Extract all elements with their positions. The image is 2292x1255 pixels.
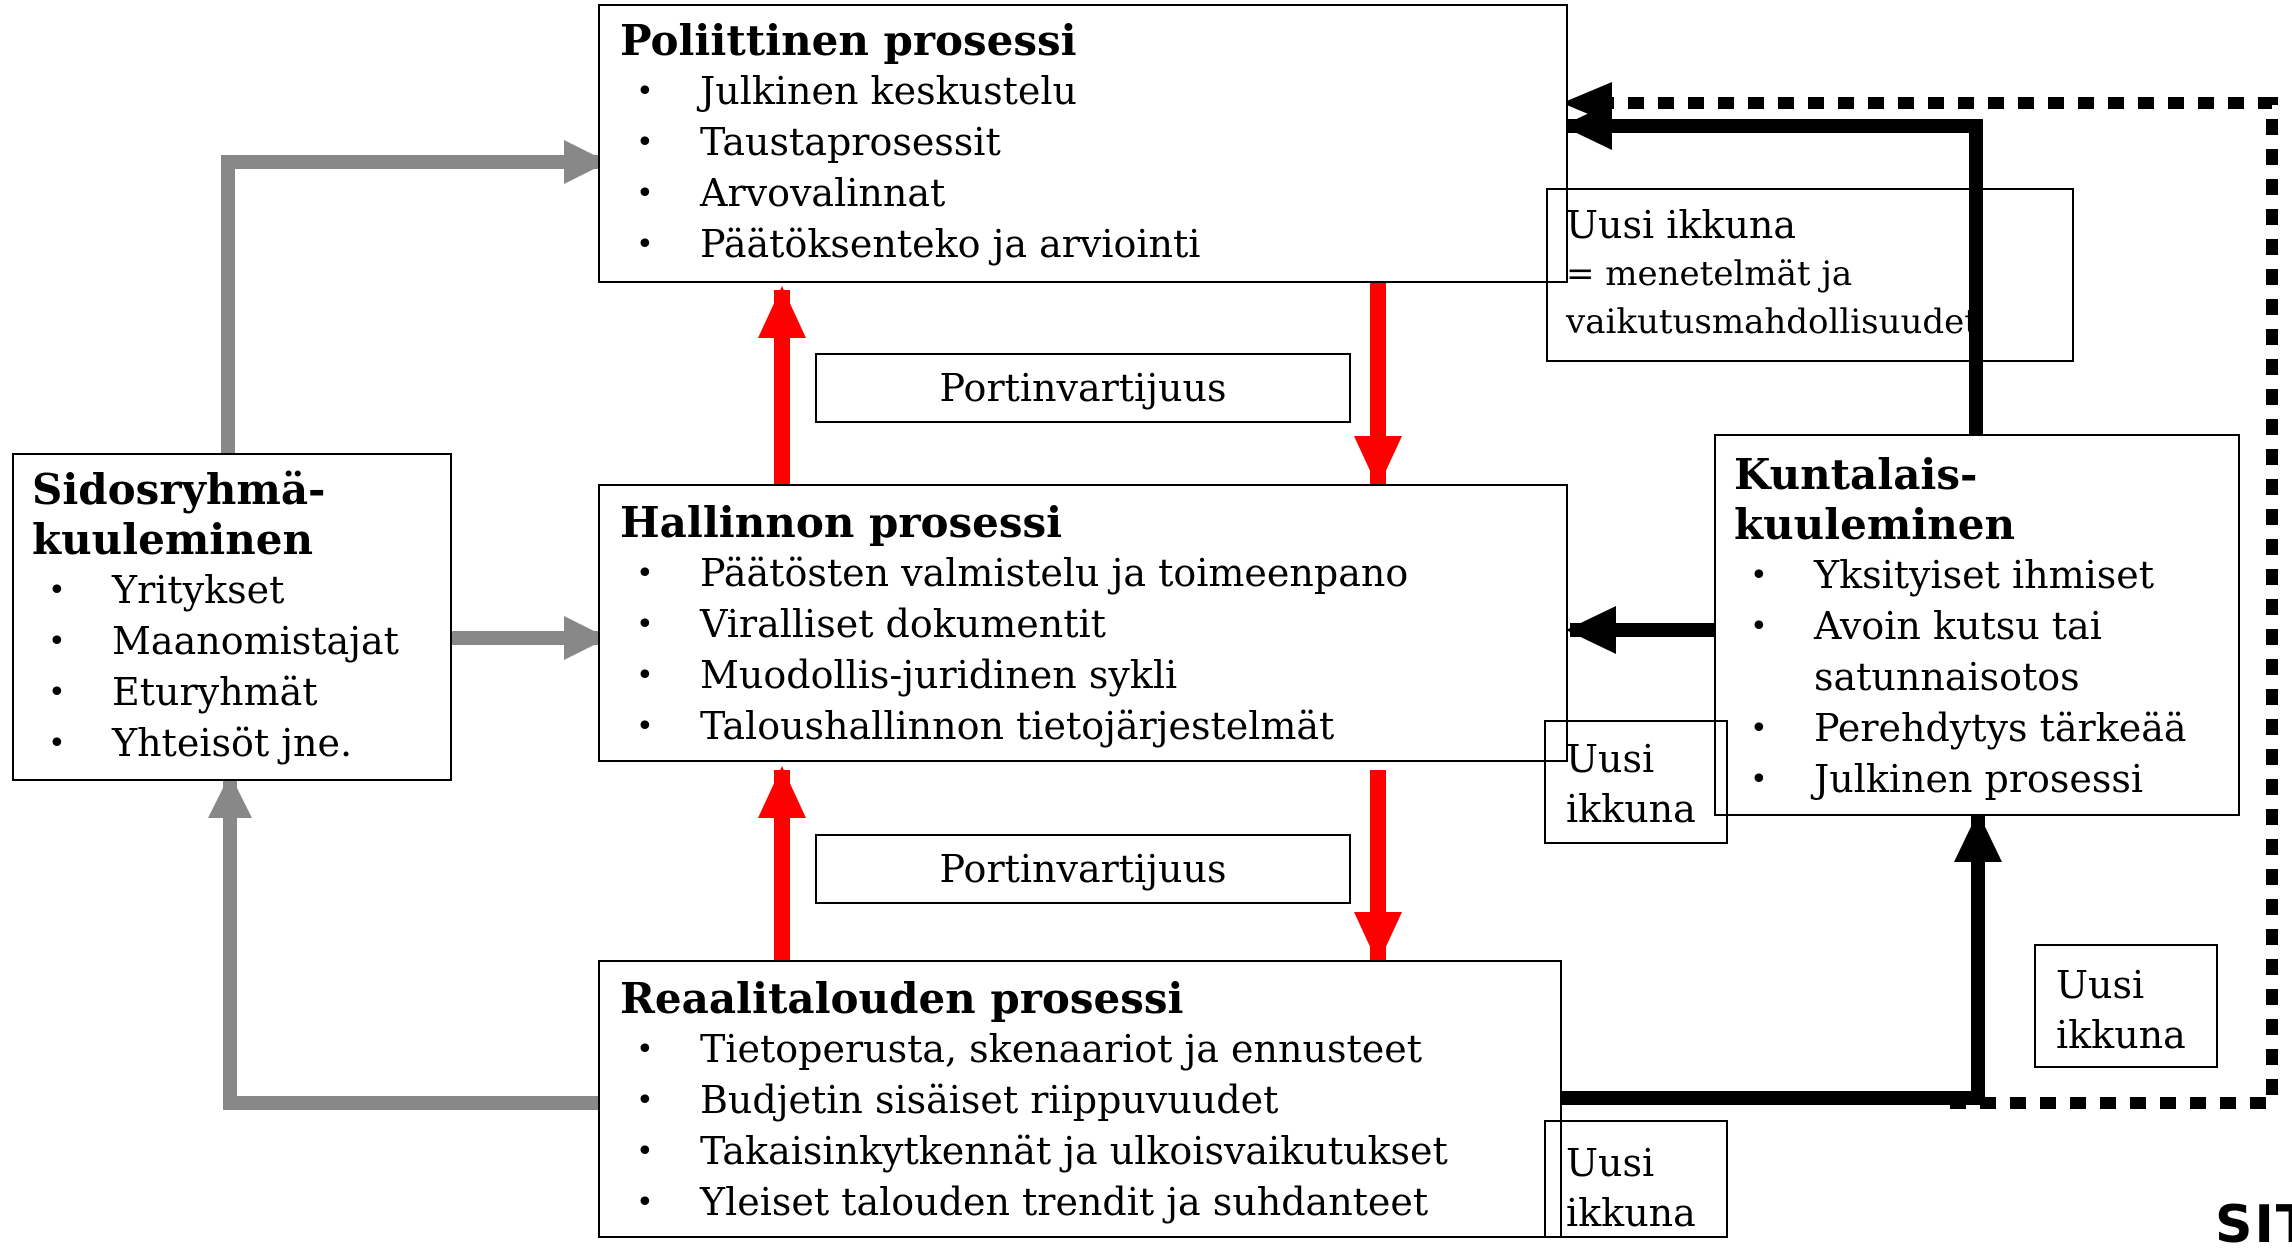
list-item: Päätöksenteko ja arviointi bbox=[620, 219, 1566, 270]
list-item: Takaisinkytkennät ja ulkoisvaikutukset bbox=[620, 1126, 1560, 1177]
list-item: Arvovalinnat bbox=[620, 168, 1566, 219]
list-item: Yhteisöt jne. bbox=[32, 718, 450, 769]
new-window-note-right: Uusi ikkuna bbox=[2034, 944, 2218, 1068]
gatekeeping-label-upper: Portinvartijuus bbox=[815, 353, 1351, 423]
real-economy-process-box: Reaalitalouden prosessi Tietoperusta, sk… bbox=[598, 960, 1562, 1238]
list-item: Julkinen keskustelu bbox=[620, 66, 1566, 117]
citizen-title-line2: kuuleminen bbox=[1734, 500, 2016, 549]
new-window-note-top-line2: = menetelmät ja bbox=[1566, 254, 1853, 294]
political-process-title: Poliittinen prosessi bbox=[620, 16, 1077, 65]
stakeholder-consultation-box: Sidosryhmä- kuuleminen Yritykset Maanomi… bbox=[12, 453, 452, 781]
stakeholder-title-line2: kuuleminen bbox=[32, 515, 314, 564]
list-item: Yritykset bbox=[32, 565, 450, 616]
new-window-note-middle: Uusi ikkuna bbox=[1544, 720, 1728, 844]
list-item: Taloushallinnon tietojärjestelmät bbox=[620, 701, 1566, 752]
list-item: Tietoperusta, skenaariot ja ennusteet bbox=[620, 1024, 1560, 1075]
gray-arrow-stakeholder-to-political bbox=[221, 140, 608, 453]
organization-logo: SIT bbox=[2215, 1195, 2292, 1255]
list-item: Viralliset dokumentit bbox=[620, 599, 1566, 650]
citizen-list: Yksityiset ihmiset Avoin kutsu tai satun… bbox=[1734, 550, 2230, 805]
new-window-note-bottom-line2: ikkuna bbox=[1566, 1191, 1696, 1235]
list-item: Julkinen prosessi bbox=[1734, 754, 2230, 805]
new-window-note-middle-line2: ikkuna bbox=[1566, 787, 1696, 831]
list-item: Muodollis-juridinen sykli bbox=[620, 650, 1566, 701]
list-item: Päätösten valmistelu ja toimeenpano bbox=[620, 548, 1566, 599]
new-window-note-middle-line1: Uusi bbox=[1566, 737, 1655, 781]
real-economy-process-list: Tietoperusta, skenaariot ja ennusteet Bu… bbox=[620, 1024, 1560, 1228]
new-window-note-right-line1: Uusi bbox=[2056, 963, 2145, 1007]
gray-arrow-real-economy-to-stakeholder bbox=[208, 774, 604, 1110]
list-item: Avoin kutsu tai satunnaisotos bbox=[1734, 601, 2230, 703]
administrative-process-list: Päätösten valmistelu ja toimeenpano Vira… bbox=[620, 548, 1566, 752]
list-item: Taustaprosessit bbox=[620, 117, 1566, 168]
black-arrow-citizen-to-political bbox=[1562, 102, 1983, 436]
new-window-note-bottom-line1: Uusi bbox=[1566, 1141, 1655, 1185]
list-item: Eturyhmät bbox=[32, 667, 450, 718]
gatekeeping-label-lower: Portinvartijuus bbox=[815, 834, 1351, 904]
new-window-note-bottom: Uusi ikkuna bbox=[1544, 1120, 1728, 1238]
new-window-note-top-line1: Uusi ikkuna bbox=[1566, 203, 1797, 247]
black-arrow-real-economy-to-citizen bbox=[1561, 812, 2002, 1105]
list-item: Yksityiset ihmiset bbox=[1734, 550, 2230, 601]
real-economy-process-title: Reaalitalouden prosessi bbox=[620, 974, 1184, 1023]
dotted-feedback-loop bbox=[1610, 97, 2278, 1109]
list-item: Perehdytys tärkeää bbox=[1734, 703, 2230, 754]
citizen-title-line1: Kuntalais- bbox=[1734, 450, 1978, 499]
list-item: Budjetin sisäiset riippuvuudet bbox=[620, 1075, 1560, 1126]
political-process-list: Julkinen keskustelu Taustaprosessit Arvo… bbox=[620, 66, 1566, 270]
new-window-note-right-line2: ikkuna bbox=[2056, 1013, 2186, 1057]
list-item: Maanomistajat bbox=[32, 616, 450, 667]
new-window-note-top-line3: vaikutusmahdollisuudet bbox=[1566, 302, 1978, 342]
political-process-box: Poliittinen prosessi Julkinen keskustelu… bbox=[598, 4, 1568, 283]
stakeholder-list: Yritykset Maanomistajat Eturyhmät Yhteis… bbox=[32, 565, 450, 769]
list-item: Yleiset talouden trendit ja suhdanteet bbox=[620, 1177, 1560, 1228]
administrative-process-box: Hallinnon prosessi Päätösten valmistelu … bbox=[598, 484, 1568, 762]
administrative-process-title: Hallinnon prosessi bbox=[620, 498, 1063, 547]
new-window-note-top: Uusi ikkuna = menetelmät ja vaikutusmahd… bbox=[1546, 188, 2074, 362]
citizen-consultation-box: Kuntalais- kuuleminen Yksityiset ihmiset… bbox=[1714, 434, 2240, 816]
stakeholder-title-line1: Sidosryhmä- bbox=[32, 465, 326, 514]
dotted-arrowhead bbox=[1562, 82, 1612, 124]
